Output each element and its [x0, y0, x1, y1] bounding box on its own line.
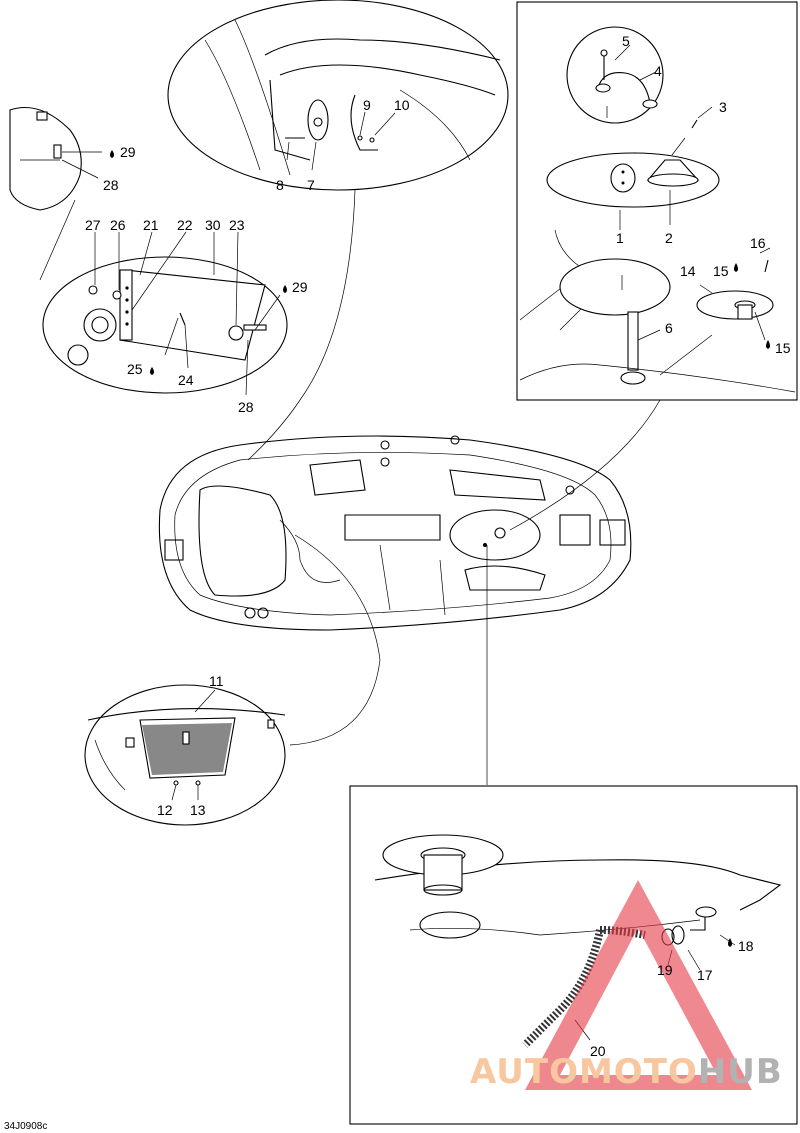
- callout-22: 22: [177, 217, 193, 233]
- callout-3: 3: [719, 99, 727, 115]
- lubricant-drop-icons: [110, 150, 770, 947]
- callout-5: 5: [622, 33, 630, 49]
- callout-2: 2: [665, 230, 673, 246]
- svg-text:AUTOMOTOHUB: AUTOMOTOHUB: [470, 1052, 783, 1092]
- handle-detail-circle: [167, 0, 509, 461]
- ring-17: [671, 925, 685, 945]
- callout-10: 10: [394, 97, 410, 113]
- drop-icon: [766, 340, 770, 349]
- callout-18: 18: [738, 938, 754, 954]
- callout-21: 21: [143, 217, 159, 233]
- drop-icon: [110, 150, 114, 158]
- callout-26: 26: [110, 217, 126, 233]
- pedestal-6: [627, 311, 639, 371]
- callout-19: 19: [657, 962, 673, 978]
- drop-icon: [728, 938, 732, 947]
- lid-30: [119, 269, 266, 361]
- callout-29-b: 29: [292, 279, 308, 295]
- callout-12: 12: [157, 802, 173, 818]
- callout-9: 9: [363, 97, 371, 113]
- drop-icon: [283, 285, 287, 293]
- callout-4: 4: [654, 63, 662, 79]
- callout-28-b: 28: [238, 399, 254, 415]
- table-assembly-box: [516, 1, 798, 401]
- compartment-detail: [42, 231, 288, 396]
- watermark-text-part1: AUTOMOTO: [470, 1052, 698, 1092]
- net-pocket-detail: [84, 684, 286, 826]
- screw-16: [764, 259, 769, 273]
- callout-27: 27: [85, 217, 101, 233]
- callout-6: 6: [665, 320, 673, 336]
- callout-13: 13: [190, 802, 206, 818]
- watermark: AUTOMOTOHUB: [470, 880, 783, 1092]
- callout-30: 30: [205, 217, 221, 233]
- hose-20: [522, 929, 604, 1048]
- callout-17: 17: [697, 967, 713, 983]
- cover-10: [350, 94, 378, 151]
- clamp-detail-circle: [566, 26, 664, 124]
- screw-3: [691, 119, 698, 129]
- callout-24: 24: [178, 372, 194, 388]
- callout-15-a: 15: [713, 263, 729, 279]
- callout-16: 16: [750, 235, 766, 251]
- drain-box: [349, 785, 798, 1125]
- callout-25: 25: [127, 361, 143, 377]
- table-mount-area: [449, 509, 541, 561]
- callout-14: 14: [680, 263, 696, 279]
- watermark-text-part2: HUB: [698, 1052, 783, 1092]
- fitting-18: [690, 915, 706, 931]
- drop-icon: [150, 367, 154, 375]
- callout-8: 8: [276, 177, 284, 193]
- callout-29-a: 29: [120, 144, 136, 160]
- drawing-code: 34J0908c: [4, 1121, 47, 1132]
- bow-compartment: [198, 485, 287, 597]
- table-top-small: [559, 258, 671, 316]
- boat-top-view: [158, 399, 661, 785]
- latch-detail: [9, 106, 102, 281]
- callout-labels: 5 4 3 1 2 16 14 15 15 6 9 10 8 7 29 28 2…: [4, 33, 791, 1132]
- callout-15-b: 15: [775, 340, 791, 356]
- handle-7: [307, 99, 329, 141]
- clamp-part: [597, 72, 651, 104]
- callout-23: 23: [229, 217, 245, 233]
- callout-1: 1: [616, 230, 624, 246]
- callout-11: 11: [209, 673, 224, 689]
- callout-28-a: 28: [103, 177, 119, 193]
- callout-7: 7: [307, 177, 315, 193]
- drop-icon: [734, 263, 738, 272]
- callout-20: 20: [590, 1043, 606, 1059]
